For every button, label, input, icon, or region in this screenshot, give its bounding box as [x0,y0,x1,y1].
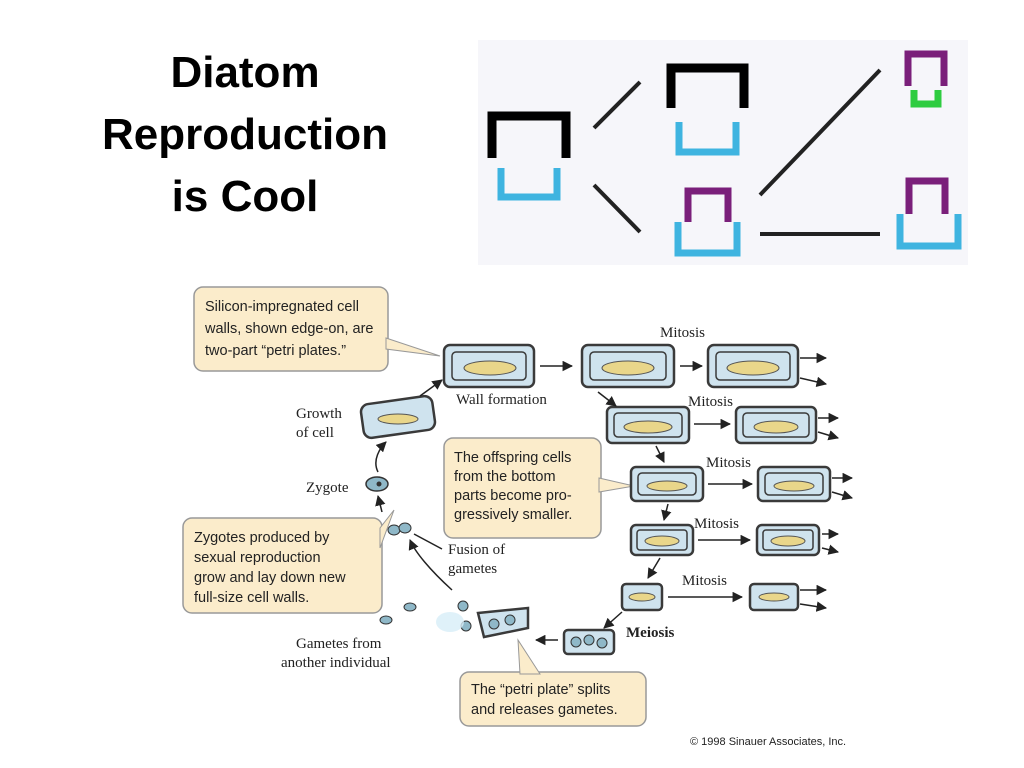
zygote [365,476,389,492]
cell-mitosis-4a [629,523,695,557]
label-mitosis-2: Mitosis [688,394,733,410]
title-line-3: is Cool [171,172,319,221]
connector-line [592,80,642,130]
connector-line [592,183,642,234]
cell-mitosis-3b [756,465,832,503]
daughter-top-valve [666,63,749,108]
label-fusion-line-1: Fusion of [448,542,505,558]
callout-zygotes: Zygotes produced by sexual reproduction … [182,509,395,614]
cell-splitting [436,600,530,639]
callout-walls-line-1: Silicon-impregnated cell [205,299,359,315]
connector-line [758,68,882,197]
slide-title: Diatom Reproduction is Cool [70,42,420,228]
gametes-other [379,602,417,625]
cell-growth [359,394,437,440]
small-top-valve [684,187,732,222]
parent-top-valve [487,111,571,158]
daughter-bottom-valve-2 [896,214,962,250]
parent-bottom-valve [497,168,561,201]
label-mitosis-1: Mitosis [660,325,705,341]
flow-arrows [375,352,854,646]
cell-mitosis-3a [629,465,705,503]
smallest-top-valve [904,50,948,86]
small-bottom-valve [674,222,741,257]
callout-split-line-1: The “petri plate” splits [471,682,610,698]
frustule-schematic [478,40,968,265]
cell-meiosis [562,628,616,656]
label-meiosis: Meiosis [626,625,674,641]
callout-zygotes-line-1: Zygotes produced by [194,530,330,546]
label-growth-line-1: Growth [296,406,342,422]
cell-mitosis-2a [605,405,691,445]
callout-offspring-line-2: from the bottom [454,469,556,485]
daughter-new-valve [675,122,740,156]
callout-walls-line-3: two-part “petri plates.” [205,343,346,359]
callout-zygotes-line-3: grow and lay down new [194,570,346,586]
label-gametes-other-line-2: another individual [281,655,391,671]
callout-zygotes-line-2: sexual reproduction [194,550,321,566]
cell-mitosis-1b [706,343,800,389]
smallest-new-valve [910,90,942,108]
label-mitosis-5: Mitosis [682,573,727,589]
label-mitosis-3: Mitosis [706,455,751,471]
cell-mitosis-5b [748,582,800,612]
cell-mitosis-5a [620,582,664,612]
copyright-notice: © 1998 Sinauer Associates, Inc. [690,736,846,748]
label-fusion-line-2: gametes [448,561,497,577]
fusing-gametes [387,522,412,536]
callout-zygotes-line-4: full-size cell walls. [194,590,309,606]
callout-walls-line-2: walls, shown edge-on, are [204,321,373,337]
callout-offspring-line-1: The offspring cells [454,450,571,466]
title-line-1: Diatom [170,48,320,97]
callout-split: The “petri plate” splits and releases ga… [459,638,647,727]
cell-mitosis-4b [755,523,821,557]
label-mitosis-4: Mitosis [694,516,739,532]
daughter-top-valve-2 [905,177,949,214]
cell-mitosis-1a [580,343,676,389]
cell-wall-formation [442,343,536,389]
callout-offspring: The offspring cells from the bottom part… [443,437,635,539]
label-wall-formation: Wall formation [456,392,547,408]
cell-mitosis-2b [734,405,818,445]
diagram-labels: Mitosis Wall formation Mitosis Mitosis M… [281,325,846,748]
callout-offspring-line-3: parts become pro- [454,488,572,504]
callout-walls: Silicon-impregnated cell walls, shown ed… [193,286,441,372]
callout-split-line-2: and releases gametes. [471,702,618,718]
diatom-cells [359,343,832,656]
title-line-2: Reproduction [102,110,388,159]
label-gametes-other-line-1: Gametes from [296,636,382,652]
label-zygote: Zygote [306,480,349,496]
callout-offspring-line-4: gressively smaller. [454,507,572,523]
label-growth-line-2: of cell [296,425,334,441]
